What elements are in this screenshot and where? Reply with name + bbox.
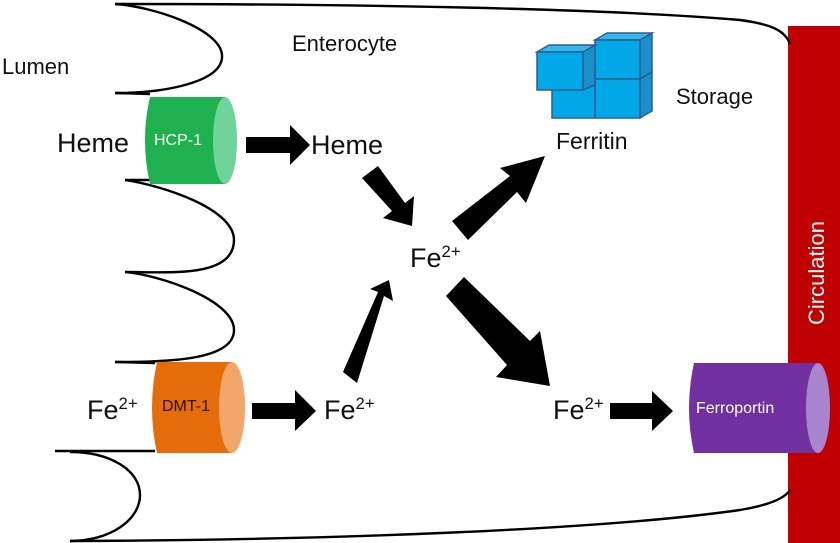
arrow-fe-to-fe-center: [343, 280, 393, 383]
arrow-fe-center-to-fe-export: [446, 277, 550, 386]
fe-after-dmt-charge: 2+: [355, 393, 375, 413]
circulation-label: Circulation: [804, 221, 829, 325]
ferritin-label: Ferritin: [556, 128, 628, 154]
dmt1-cap: [219, 362, 245, 453]
ferritin-cube-top-left: [536, 51, 584, 91]
hcp1-channel: [145, 97, 237, 184]
hcp1-cap: [213, 97, 237, 184]
fe-lumen-base: Fe: [87, 395, 119, 425]
villus-4: [69, 450, 142, 543]
ferroportin-cap: [806, 363, 830, 453]
villus-1: [114, 2, 224, 95]
dmt1-channel: [152, 362, 245, 453]
hcp1-body: [145, 97, 225, 184]
dmt1-body: [152, 362, 232, 453]
circulation-bar: [788, 26, 840, 543]
arrow-fe-center-to-ferritin: [452, 156, 545, 240]
ferroportin-label: Ferroportin: [696, 400, 775, 417]
ferroportin-channel: [689, 363, 830, 453]
arrow-fe-to-ferroportin: [610, 391, 673, 431]
storage-label: Storage: [676, 84, 754, 109]
membrane-bottom-edge: [69, 489, 792, 543]
arrow-dmt1-to-fe: [252, 390, 316, 431]
ferroportin-body: [689, 363, 818, 453]
fe-lumen-charge: 2+: [118, 393, 138, 413]
fe-export-base: Fe: [553, 395, 585, 425]
fe-export-charge: 2+: [584, 393, 604, 413]
membrane-top-edge: [114, 2, 792, 45]
lumen-label: Lumen: [2, 54, 70, 79]
arrow-hcp1-to-heme: [246, 125, 310, 165]
villus-3: [114, 270, 236, 364]
membrane-tick-hcp-top: [114, 91, 151, 96]
fe-export-label: Fe2+: [553, 393, 604, 425]
dmt1-label: DMT-1: [162, 398, 210, 415]
arrows: [246, 125, 673, 431]
fe-lumen-label: Fe2+: [87, 393, 138, 425]
enterocyte-label: Enterocyte: [292, 31, 398, 56]
fe-center-label: Fe2+: [410, 241, 461, 273]
fe-center-charge: 2+: [441, 241, 461, 261]
ferritin-cube-top-right: [594, 39, 641, 80]
hcp1-label: HCP-1: [154, 132, 203, 149]
ferritin-cube-bottom-right-side: [639, 70, 653, 120]
fe-after-dmt-base: Fe: [324, 395, 356, 425]
fe-center-base: Fe: [410, 243, 442, 273]
fe-after-dmt-label: Fe2+: [324, 393, 375, 425]
villus-2: [124, 178, 236, 274]
membrane-tick-dmt-top: [114, 360, 156, 365]
ferritin-cube-top-right-side: [639, 31, 653, 81]
cell-membrane: [55, 2, 792, 543]
heme-cell-label: Heme: [311, 130, 384, 160]
ferritin-icon: [534, 31, 655, 120]
arrow-heme-to-fe-center: [362, 166, 414, 226]
heme-lumen-label: Heme: [57, 128, 130, 158]
ferritin-cube-bottom-right: [594, 78, 641, 119]
